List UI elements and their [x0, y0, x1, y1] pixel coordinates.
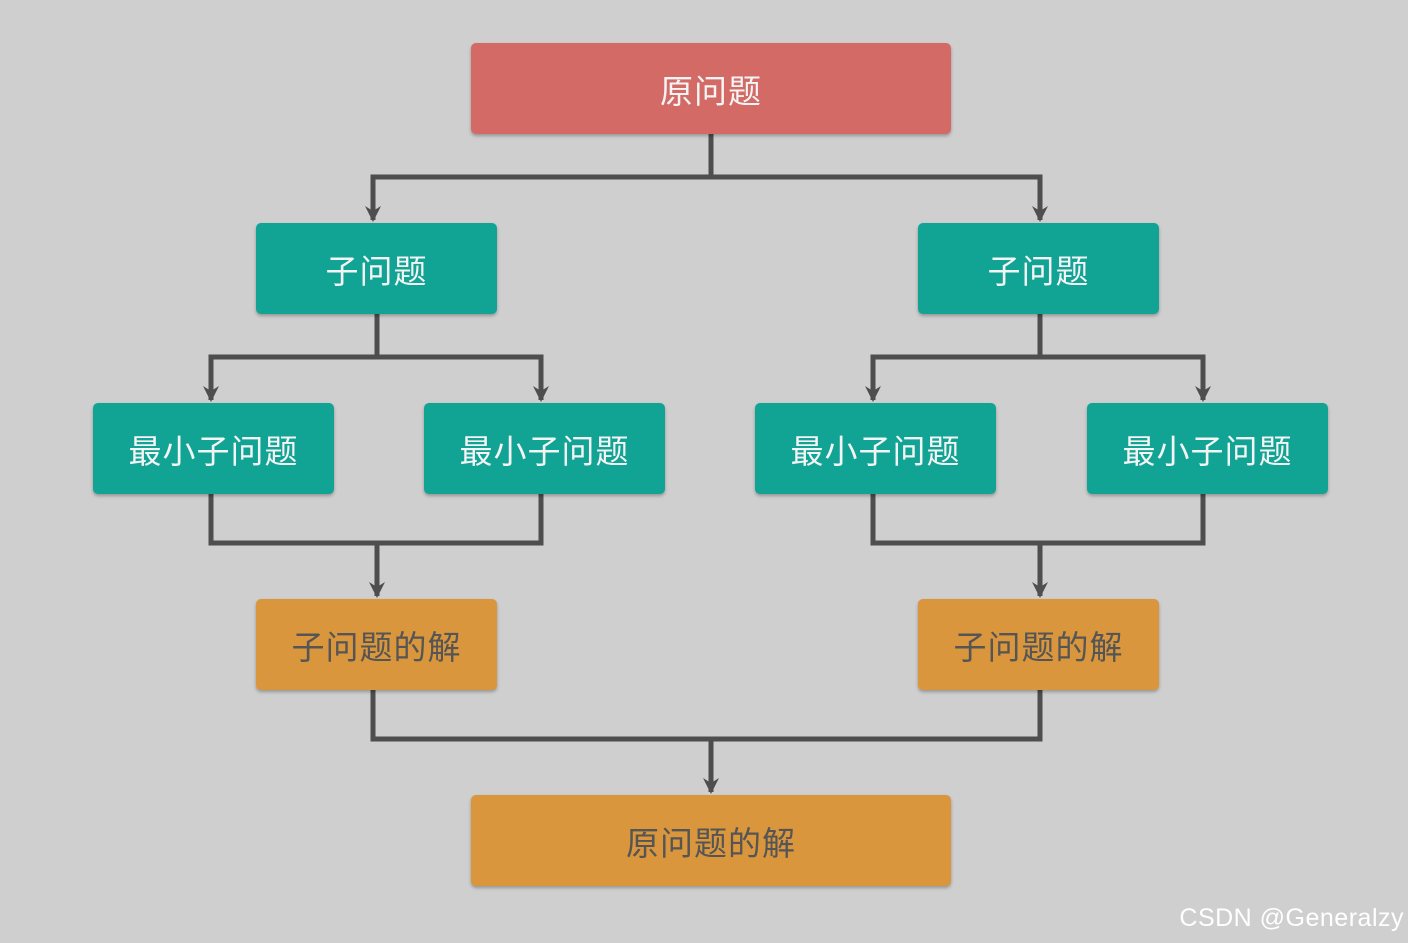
left-subproblem-solution-node: 子问题的解 — [256, 599, 497, 690]
left-subproblem-solution-label: 子问题的解 — [291, 627, 462, 667]
root-problem-node: 原问题 — [471, 43, 951, 134]
root-problem-label: 原问题 — [660, 71, 762, 111]
connector-right-sub-split-right — [1040, 354, 1211, 402]
connector-final-merge — [370, 690, 1043, 742]
watermark: CSDN @Generalzy — [1179, 904, 1404, 932]
left-minimal-subproblem-a-node: 最小子问题 — [93, 403, 334, 494]
right-subproblem-node: 子问题 — [918, 223, 1159, 314]
connector-root-split-right — [711, 174, 1048, 222]
left-minimal-subproblem-b-label: 最小子问题 — [459, 431, 630, 471]
left-minimal-subproblem-b-node: 最小子问题 — [424, 403, 665, 494]
connector-root-split — [365, 134, 714, 222]
connector-left-merge — [208, 494, 544, 546]
connector-right-merge — [870, 494, 1206, 546]
right-subproblem-label: 子问题 — [987, 251, 1090, 291]
left-subproblem-node: 子问题 — [256, 223, 497, 314]
right-subproblem-solution-node: 子问题的解 — [918, 599, 1159, 690]
connector-right-sub-split — [865, 314, 1043, 402]
connector-left-sub-split-right — [377, 354, 549, 402]
left-subproblem-label: 子问题 — [325, 251, 428, 291]
right-minimal-subproblem-b-node: 最小子问题 — [1087, 403, 1328, 494]
final-solution-label: 原问题的解 — [626, 823, 796, 863]
right-minimal-subproblem-a-label: 最小子问题 — [790, 431, 961, 471]
right-minimal-subproblem-a-node: 最小子问题 — [755, 403, 996, 494]
right-minimal-subproblem-b-label: 最小子问题 — [1122, 431, 1293, 471]
connector-left-sub-split — [203, 314, 380, 402]
left-minimal-subproblem-a-label: 最小子问题 — [128, 431, 299, 471]
final-solution-node: 原问题的解 — [471, 795, 951, 886]
right-subproblem-solution-label: 子问题的解 — [953, 627, 1124, 667]
